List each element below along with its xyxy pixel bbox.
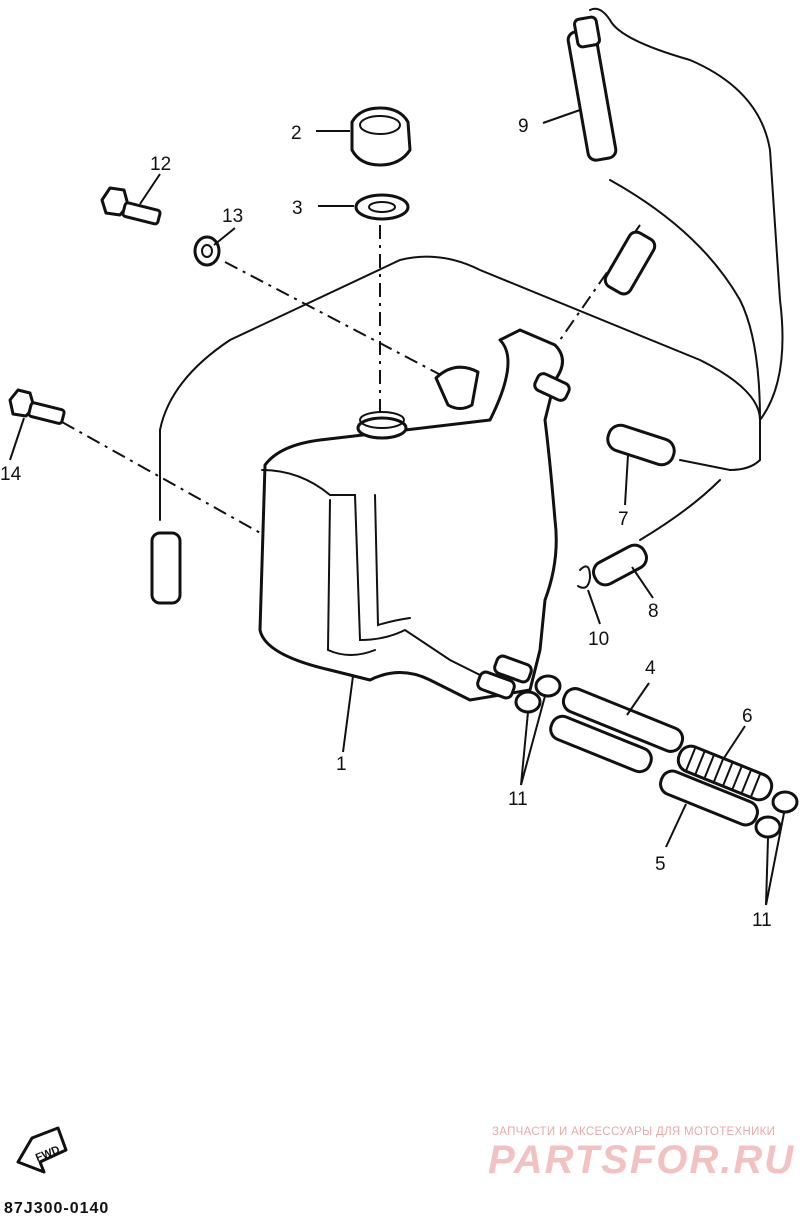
callout-9: 9 [518, 116, 529, 137]
callout-11-right: 11 [752, 910, 772, 931]
oil-tank-front-face [261, 469, 491, 681]
tank-grommet [434, 365, 480, 410]
leader-1 [342, 675, 354, 753]
hose-routing-line-3 [639, 479, 721, 541]
spring-6-coils [684, 746, 762, 799]
oil-tank [258, 328, 564, 702]
guide-line-collar-13 [224, 261, 461, 386]
tank-cap-top [359, 115, 401, 135]
frame-outline [159, 255, 761, 521]
clamp-11-right-upper [771, 790, 799, 814]
guide-line-pipe-9 [559, 224, 641, 341]
leader-13 [213, 227, 236, 246]
callout-3: 3 [292, 198, 303, 219]
callout-5: 5 [655, 854, 666, 875]
hose-8 [592, 543, 648, 587]
cap-seal [354, 193, 410, 221]
leader-12 [139, 173, 161, 205]
callout-12: 12 [150, 154, 171, 175]
filler-neck-thread [359, 411, 405, 429]
cap-seal-hole [368, 201, 396, 213]
drawing-code: 87J300-0140 [4, 1200, 110, 1217]
callout-8: 8 [648, 601, 659, 622]
tank-nipple-lower-2 [476, 670, 516, 700]
callout-4: 4 [645, 658, 656, 679]
hose-routing-line [589, 7, 784, 421]
leader-6 [723, 725, 746, 759]
pipe-segment [603, 230, 657, 296]
fwd-arrow-icon: FWD [16, 1126, 68, 1174]
bolt-12-shank [121, 201, 162, 226]
watermark-brand: PARTSFOR.RU [488, 1138, 796, 1182]
tank-nipple-lower-1 [493, 654, 533, 684]
hose-7 [606, 423, 676, 467]
collar-13 [193, 235, 221, 267]
leader-9 [542, 109, 581, 124]
oil-tank-rib-2 [374, 494, 411, 627]
callout-10: 10 [588, 629, 609, 650]
watermark-tagline: ЗАПЧАСТИ И АКСЕССУАРЫ ДЛЯ МОТОТЕХНИКИ [492, 1126, 776, 1138]
callout-7: 7 [618, 509, 629, 530]
leader-7 [624, 454, 629, 506]
leader-11a-2 [520, 695, 546, 786]
pipe-9 [566, 28, 618, 162]
leader-8 [631, 566, 654, 599]
leader-11b-2 [765, 812, 785, 906]
callout-2: 2 [291, 123, 302, 144]
callout-11-left: 11 [508, 789, 528, 810]
callout-13: 13 [222, 206, 243, 227]
tank-stub-hose [150, 531, 182, 605]
callout-1: 1 [336, 754, 347, 775]
bolt-14-shank [27, 401, 66, 425]
clip-10 [577, 565, 592, 589]
clamp-11-lower [514, 690, 542, 714]
leader-11a-1 [520, 711, 529, 786]
clamp-11-right-lower [754, 815, 782, 839]
leader-11b-1 [765, 837, 769, 906]
leader-5 [665, 803, 687, 848]
leader-10 [587, 589, 601, 625]
hose-4-lower [549, 714, 653, 774]
clamp-11-upper [534, 674, 562, 698]
guide-line-bolt-14 [61, 421, 331, 573]
callout-6: 6 [742, 706, 753, 727]
hose-4 [561, 687, 685, 753]
oil-tank-rib [326, 499, 376, 656]
leader-14 [9, 417, 25, 461]
collar-13-hole [201, 244, 213, 258]
leader-4 [626, 682, 650, 716]
hose-routing-line-2 [609, 179, 761, 421]
hose-5 [659, 769, 759, 827]
callout-14: 14 [0, 464, 22, 485]
pipe-9-upper-end [573, 15, 601, 49]
tank-cap [350, 106, 412, 167]
tank-nipple-upper [533, 372, 571, 402]
